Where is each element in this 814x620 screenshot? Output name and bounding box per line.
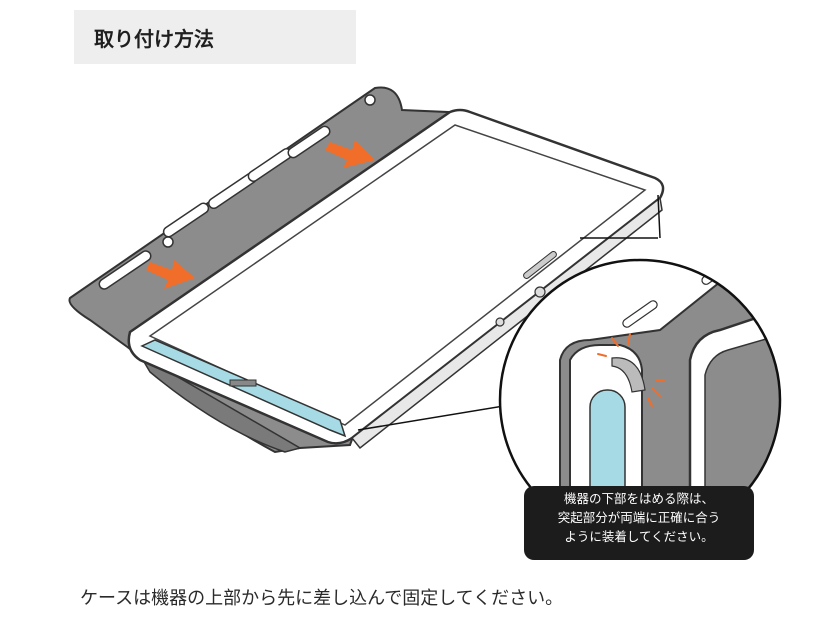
device-right-edge (350, 196, 663, 450)
section-title: 取り付け方法 (94, 27, 214, 51)
instruction-caption: ケースは機器の上部から先に差し込んで固定してください。 (80, 588, 564, 609)
sparkle-icon (597, 333, 665, 407)
arrow-icon (325, 140, 375, 168)
callout-box: 機器の下部をはめる際は、 突起部分が両端に正確に合う ように装着してください。 (524, 486, 754, 560)
callout-line: 突起部分が両端に正確に合う (557, 510, 721, 525)
callout-line: 機器の下部をはめる際は、 (563, 491, 714, 506)
callout-line: ように装着してください。 (564, 529, 714, 544)
section-title-box: 取り付け方法 (74, 10, 356, 64)
arrow-icon (146, 260, 195, 289)
case-bottom-lip (137, 352, 302, 453)
